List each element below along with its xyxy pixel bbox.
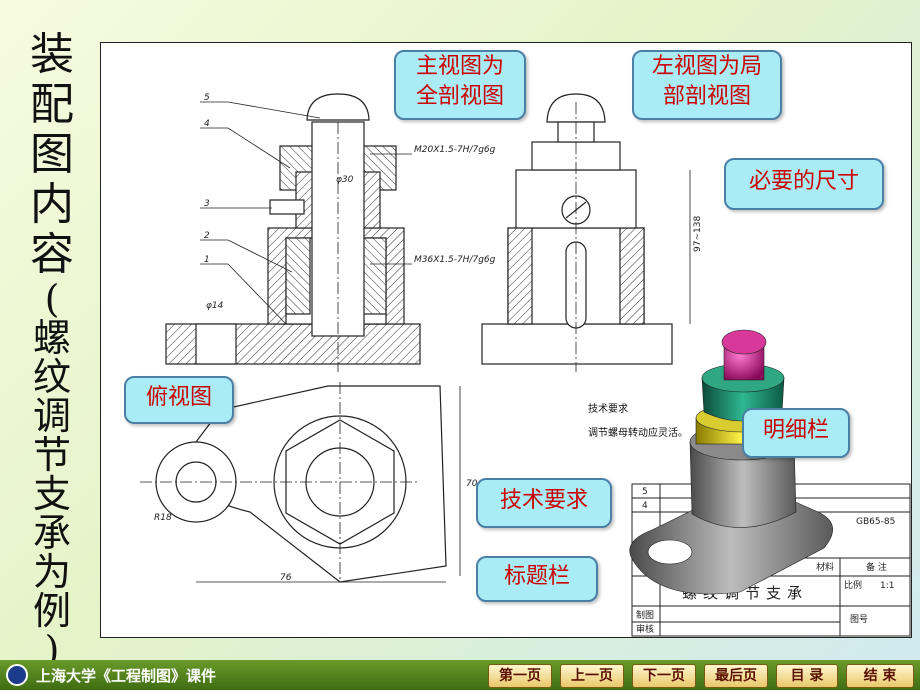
title-char: ( bbox=[44, 277, 60, 321]
callout-line: 部剖视图 bbox=[662, 84, 751, 109]
contents-button[interactable]: 目 录 bbox=[776, 664, 838, 688]
title-char: 为 bbox=[32, 550, 71, 594]
col-material: 材料 bbox=[816, 561, 834, 573]
university-logo-icon bbox=[6, 664, 28, 686]
leader-label: 5 bbox=[204, 93, 210, 103]
diameter-dim: φ30 bbox=[336, 175, 354, 185]
prev-page-button[interactable]: 上一页 bbox=[560, 664, 624, 688]
title-char: 装 bbox=[30, 29, 74, 80]
title-char: 图 bbox=[30, 129, 74, 180]
scale-value: 1:1 bbox=[880, 581, 894, 591]
scale-label: 比例 bbox=[844, 579, 862, 591]
title-char: 承 bbox=[32, 511, 71, 555]
next-page-button[interactable]: 下一页 bbox=[632, 664, 696, 688]
title-char: 螺 bbox=[32, 316, 71, 360]
parts-row-num: 5 bbox=[642, 487, 648, 497]
title-char: ) bbox=[44, 628, 60, 672]
leader-label: 2 bbox=[204, 231, 210, 241]
depth-dim: 70 bbox=[466, 479, 478, 489]
checked-label: 审核 bbox=[636, 623, 654, 635]
callout-line: 全剖视图 bbox=[415, 84, 504, 109]
thread-spec: M20X1.5-7H/7g6g bbox=[414, 145, 496, 155]
assembly-drawing: 5 4 3 2 1 M20X1.5-7H/7g6g M36X1.5-7H/7g6… bbox=[100, 42, 912, 638]
title-char: 调 bbox=[32, 394, 71, 438]
leader-label: 3 bbox=[204, 199, 210, 209]
title-char: 内 bbox=[30, 179, 74, 230]
thread-spec: M36X1.5-7H/7g6g bbox=[414, 255, 496, 265]
footer-text: 上海大学《工程制图》课件 bbox=[36, 667, 217, 685]
leader-label: 4 bbox=[204, 119, 210, 129]
callout-main-view: 主视图为 全剖视图 bbox=[394, 50, 526, 120]
drawn-label: 制图 bbox=[636, 609, 654, 621]
callout-dimensions: 必要的尺寸 bbox=[724, 158, 884, 210]
title-char: 容 bbox=[30, 229, 74, 280]
last-page-button[interactable]: 最后页 bbox=[704, 664, 768, 688]
end-button[interactable]: 结 束 bbox=[846, 664, 914, 688]
leader-label: 1 bbox=[204, 255, 210, 265]
callout-top-view: 俯视图 bbox=[124, 376, 234, 424]
footer-bar: 上海大学《工程制图》课件 第一页 上一页 下一页 最后页 目 录 结 束 bbox=[0, 660, 920, 690]
first-page-button[interactable]: 第一页 bbox=[488, 664, 552, 688]
vertical-title: 装配图内容(螺纹调节支承为例) bbox=[22, 30, 82, 670]
front-view bbox=[165, 93, 421, 372]
width-dim: 76 bbox=[280, 573, 292, 583]
callout-line: 左视图为局 bbox=[651, 54, 762, 79]
height-dimension: 97~138 bbox=[693, 216, 703, 252]
col-note: 备 注 bbox=[866, 561, 887, 573]
callout-tech-req: 技术要求 bbox=[476, 478, 612, 528]
callout-parts-list: 明细栏 bbox=[742, 408, 850, 458]
standard-code: GB65-85 bbox=[856, 517, 895, 527]
callout-title-block: 标题栏 bbox=[476, 556, 598, 602]
parts-row-num: 4 bbox=[642, 501, 648, 511]
diameter-dim: φ14 bbox=[206, 301, 224, 311]
title-char: 例 bbox=[32, 589, 71, 633]
tech-text: 调节螺母转动应灵活。 bbox=[588, 426, 688, 439]
left-view bbox=[481, 93, 691, 372]
tech-title: 技术要求 bbox=[588, 402, 628, 415]
callout-line: 主视图为 bbox=[415, 54, 504, 79]
title-char: 节 bbox=[32, 433, 71, 477]
radius-dim: R18 bbox=[154, 513, 172, 523]
title-char: 配 bbox=[30, 79, 74, 130]
drawing-no-label: 图号 bbox=[850, 614, 868, 625]
top-view bbox=[140, 382, 461, 583]
callout-left-view: 左视图为局 部剖视图 bbox=[632, 50, 782, 120]
title-char: 支 bbox=[32, 472, 71, 516]
title-char: 纹 bbox=[32, 355, 71, 399]
